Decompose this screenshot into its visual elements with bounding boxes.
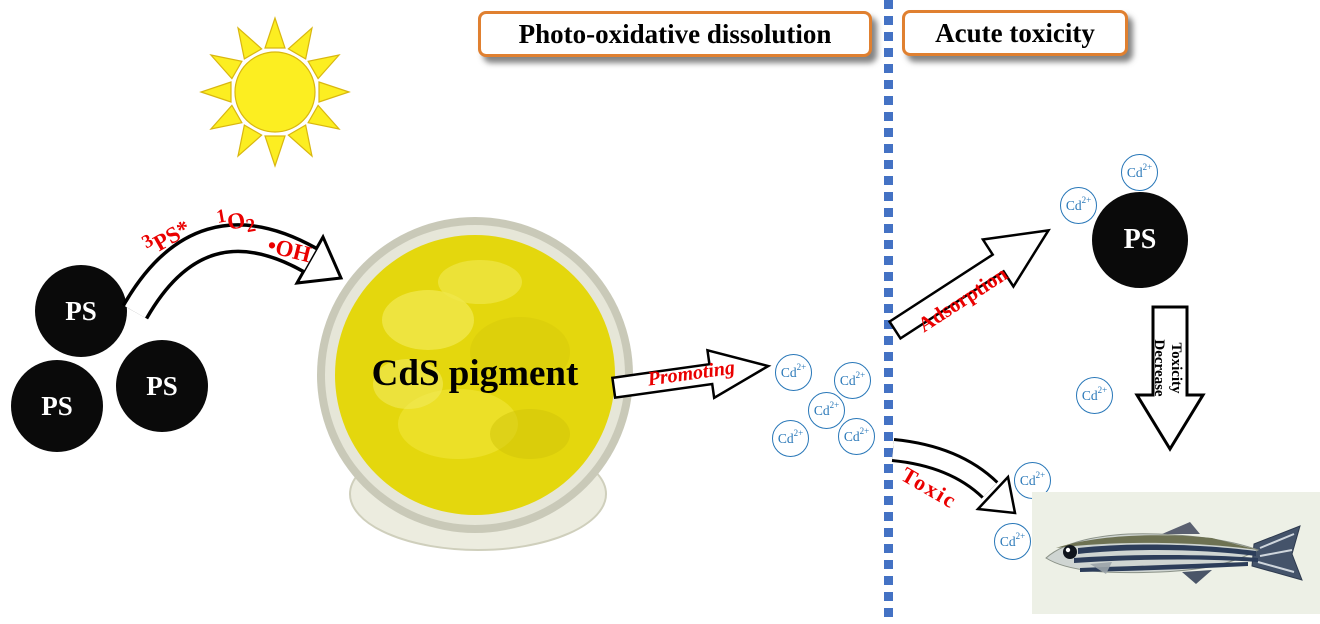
fish-back — [1056, 535, 1258, 550]
decrease-text: Decrease — [1151, 339, 1167, 397]
ion-charge: 2+ — [1097, 385, 1108, 395]
ion-symbol: Cd — [999, 533, 1016, 549]
ion-charge: 2+ — [855, 370, 866, 380]
fish-stripe — [1074, 555, 1258, 563]
panel-title-right-text: Acute toxicity — [935, 17, 1095, 48]
fish-dorsal-fin — [1162, 522, 1200, 534]
ion-charge: 2+ — [1035, 470, 1046, 480]
ps-label: PS — [41, 390, 73, 421]
fish-pectoral-fin — [1090, 562, 1112, 574]
ion-symbol: Cd — [1081, 387, 1098, 403]
promoting-arrow — [610, 348, 772, 400]
sun-rays — [199, 16, 351, 168]
fish-stripe — [1078, 544, 1256, 556]
pigment-text: CdS pigment — [371, 353, 579, 394]
sun-icon — [199, 16, 351, 168]
ps-particle-2: PS — [11, 360, 103, 452]
singlet-oxygen-label: 1O2 — [215, 201, 258, 243]
zebrafish-photo — [1032, 492, 1320, 614]
ps-label: PS — [146, 370, 178, 401]
ion-charge: 2+ — [793, 428, 804, 438]
ion-symbol: Cd — [1126, 164, 1143, 180]
ion-symbol: Cd — [1065, 197, 1082, 213]
panel-title-acute-toxicity: Acute toxicity — [902, 10, 1128, 56]
ion-charge: 2+ — [1142, 162, 1153, 172]
arrow-shape — [887, 228, 1051, 341]
ion-charge: 2+ — [859, 426, 870, 436]
ion-charge: 2+ — [796, 362, 807, 372]
cds-pigment-label: CdS pigment — [330, 352, 620, 395]
ion-symbol: Cd — [777, 430, 794, 446]
panel-divider-dotted-line — [884, 0, 893, 624]
panel-title-photo-oxidative-dissolution: Photo-oxidative dissolution — [478, 11, 872, 57]
ion-charge: 2+ — [1015, 531, 1026, 541]
arrow-band-fill — [125, 226, 316, 318]
fish-stripe — [1080, 562, 1248, 572]
ion-symbol: Cd — [843, 428, 860, 444]
adsorption-arrow — [887, 228, 1051, 341]
ps-particle-1: PS — [35, 265, 127, 357]
arrow-band-fill — [892, 441, 997, 497]
ion-symbol: Cd — [839, 372, 856, 388]
toxicity-decrease-arrow — [1134, 305, 1206, 452]
arrow-shape — [1134, 305, 1206, 452]
toxicity-text: Toxicity — [1168, 342, 1185, 394]
ion-symbol: Cd — [813, 402, 830, 418]
ion-charge: 2+ — [829, 400, 840, 410]
ps-particle-adsorbed: PS — [1092, 192, 1188, 288]
ion-symbol: Cd — [1019, 472, 1036, 488]
toxic-arrow — [891, 438, 1017, 515]
ion-symbol: Cd — [780, 364, 797, 380]
sun-core — [234, 51, 316, 133]
toxicity-decrease-label: Toxicity Decrease — [1145, 308, 1189, 428]
ps-particle-3: PS — [116, 340, 208, 432]
panel-title-left-text: Photo-oxidative dissolution — [518, 18, 832, 49]
fish-anal-fin — [1182, 570, 1212, 584]
arrow-shape — [610, 348, 772, 400]
arrowhead — [975, 474, 1017, 515]
ps-label: PS — [1123, 224, 1157, 255]
ps-label: PS — [65, 295, 97, 326]
cds-pigment-jar — [317, 217, 633, 551]
fish-eye — [1063, 545, 1077, 559]
photooxidation-arrow — [121, 223, 344, 320]
ion-charge: 2+ — [1081, 195, 1092, 205]
